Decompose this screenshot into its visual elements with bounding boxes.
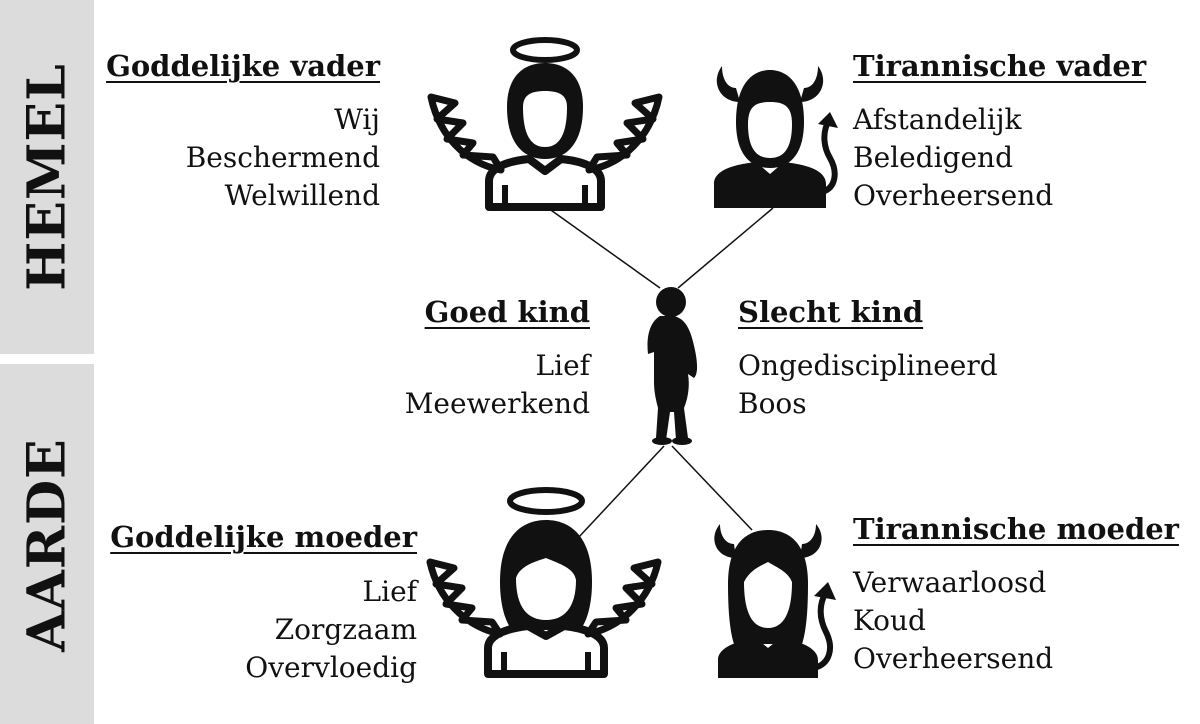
trait-item: Verwaarloosd bbox=[853, 566, 1047, 599]
trait-item: Overheersend bbox=[853, 179, 1054, 212]
trait-item: Koud bbox=[853, 604, 926, 637]
trait-item: Overheersend bbox=[853, 642, 1054, 675]
line-mother-devil bbox=[671, 445, 753, 531]
tyrannical-father-heading: Tirannische vader bbox=[853, 49, 1147, 83]
tyrannical-mother-traits: Verwaarloosd Koud Overheersend bbox=[853, 564, 1053, 678]
trait-item: Beschermend bbox=[185, 141, 380, 174]
line-father-angel bbox=[547, 207, 661, 289]
trait-item: Afstandelijk bbox=[853, 103, 1022, 136]
heaven-band: HEMEL bbox=[0, 0, 94, 354]
godly-father-heading: Goddelijke vader bbox=[106, 49, 380, 83]
line-mother-angel bbox=[577, 445, 665, 539]
trait-item: Boos bbox=[738, 387, 807, 420]
tyrannical-father-traits: Afstandelijk Beledigend Overheersend bbox=[853, 101, 1053, 215]
line-father-devil bbox=[677, 207, 774, 289]
bad-child-heading: Slecht kind bbox=[738, 295, 924, 329]
trait-item: Welwillend bbox=[224, 179, 380, 212]
trait-item: Beledigend bbox=[853, 141, 1014, 174]
trait-item: Lief bbox=[535, 349, 590, 382]
trait-item: Meewerkend bbox=[404, 387, 590, 420]
child-silhouette-icon bbox=[647, 287, 698, 445]
trait-item: Zorgzaam bbox=[274, 613, 417, 646]
angel-icon bbox=[426, 487, 662, 678]
trait-item: Lief bbox=[362, 575, 417, 608]
earth-band: AARDE bbox=[0, 364, 94, 724]
trait-item: Ongedisciplineerd bbox=[738, 349, 998, 382]
good-child-traits: Lief Meewerkend bbox=[405, 347, 590, 423]
devil-icon bbox=[714, 66, 838, 208]
devil-icon bbox=[714, 524, 836, 678]
godly-mother-traits: Lief Zorgzaam Overvloedig bbox=[245, 573, 417, 687]
angel-icon bbox=[427, 37, 663, 211]
bad-child-traits: Ongedisciplineerd Boos bbox=[738, 347, 998, 423]
godly-mother-heading: Goddelijke moeder bbox=[110, 520, 417, 554]
tyrannical-mother-heading: Tirannische moeder bbox=[853, 512, 1179, 546]
trait-item: Wij bbox=[334, 103, 380, 136]
trait-item: Overvloedig bbox=[245, 651, 417, 684]
good-child-heading: Goed kind bbox=[424, 295, 590, 329]
godly-father-traits: Wij Beschermend Welwillend bbox=[186, 101, 380, 215]
